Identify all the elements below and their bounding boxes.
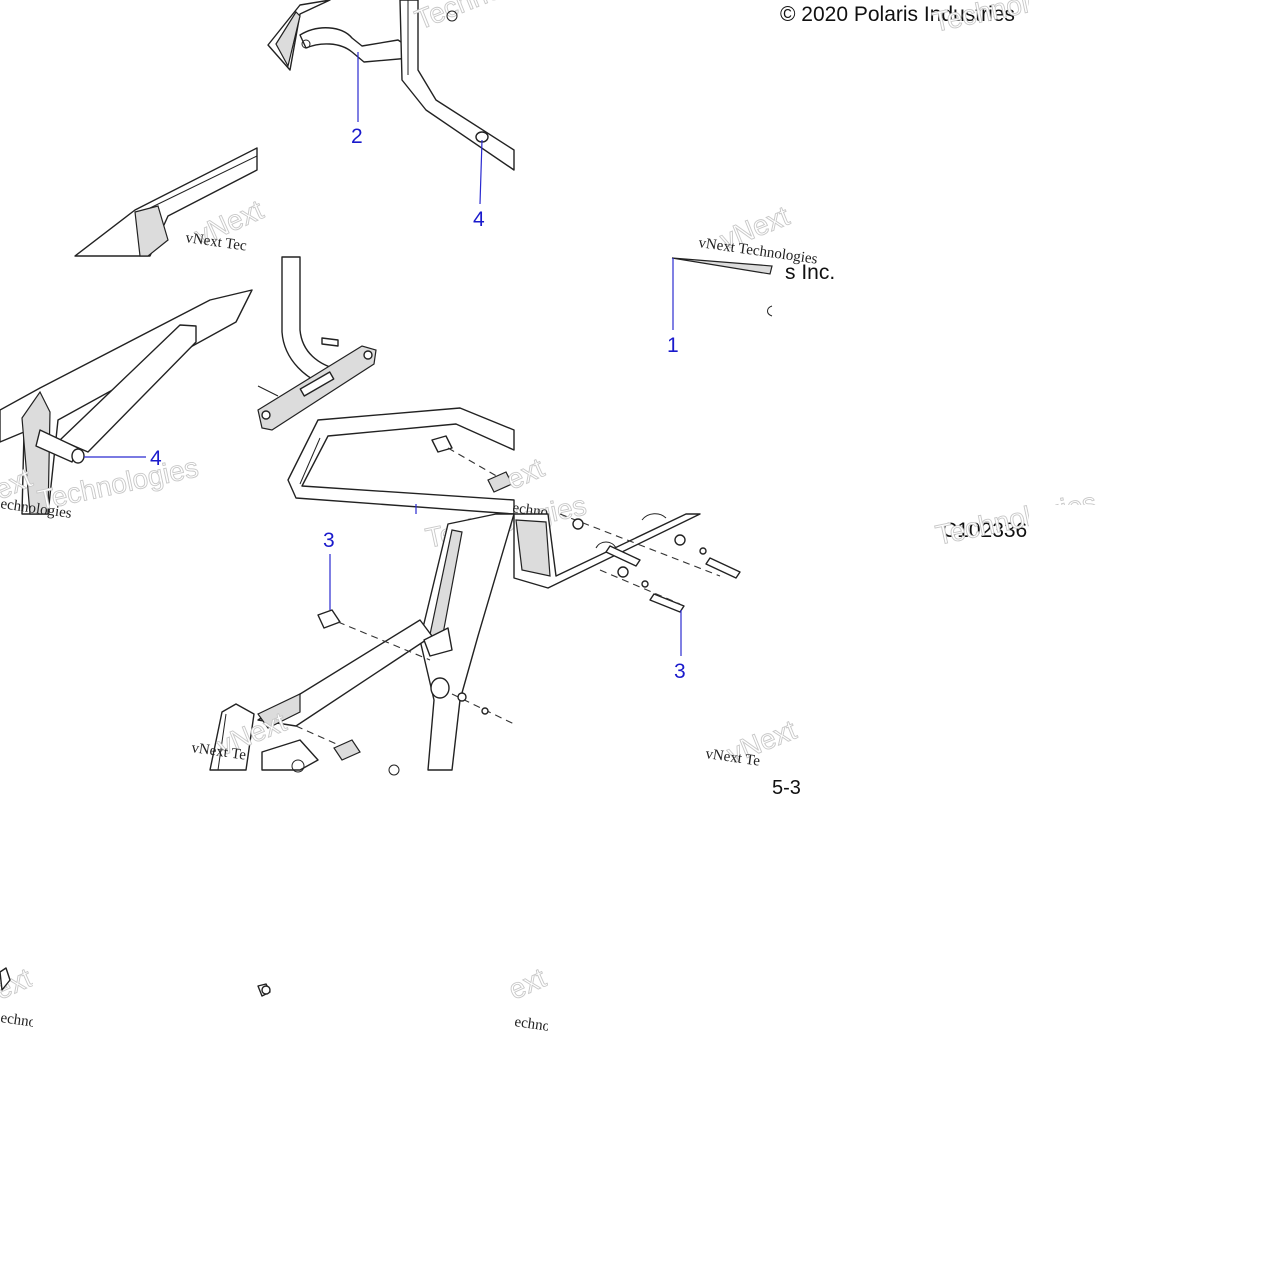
washer-2 xyxy=(481,707,489,715)
bolt-top xyxy=(321,337,339,347)
edge-line xyxy=(257,385,279,397)
figure-code-fragment: 5-3 xyxy=(772,777,801,799)
washer-3 xyxy=(572,518,584,530)
watermark-bottom-mid-small: echno xyxy=(513,1014,551,1035)
brace-tube-part xyxy=(59,324,197,453)
mount-loop-1 xyxy=(641,513,667,521)
lower-tube-edge xyxy=(217,713,227,771)
lower-hole-2 xyxy=(388,764,400,776)
bracket-loop-part xyxy=(299,27,411,63)
washer-1 xyxy=(457,692,467,702)
tile-bottom-fragments: ext echno ext echno xyxy=(0,960,588,1040)
callout-4-left: 4 xyxy=(150,447,162,470)
plate-slot xyxy=(299,371,335,397)
frame-edge xyxy=(299,437,321,485)
copyright-block: © 2020 Polaris Industries Technologies xyxy=(780,0,1097,40)
tile-center-right: vNext vNext Technologies s Inc. 1 xyxy=(667,199,835,357)
small-clip xyxy=(446,10,458,22)
bracket-tab-2 xyxy=(333,739,361,761)
spacer-3 xyxy=(317,609,341,629)
tile-edge-mask-4 xyxy=(548,960,588,1040)
plate-hole-1 xyxy=(261,410,271,420)
watermark-small-br: vNext Te xyxy=(704,746,761,770)
assembly-line-1 xyxy=(447,447,501,479)
tile-top-center: 2 4 Technolo xyxy=(267,0,527,231)
bracket-hole xyxy=(301,39,311,49)
nut-1 xyxy=(699,547,707,555)
tile-mount: ext echno 3 xyxy=(501,451,741,683)
callout-4-top: 4 xyxy=(473,208,485,231)
panel-edge-part xyxy=(671,257,773,275)
tile-edge-mask-2 xyxy=(1029,505,1099,555)
lower-hole xyxy=(291,759,305,773)
tile-center: Technologies 3 xyxy=(257,489,590,776)
figure-code: C102336 xyxy=(942,519,1027,542)
mount-loop-2 xyxy=(595,541,617,549)
cage-rail-face xyxy=(21,390,51,515)
upright-hole xyxy=(430,677,450,699)
roof-rail-face xyxy=(134,205,169,257)
lower-panel xyxy=(261,739,319,771)
callout-1: 1 xyxy=(667,334,679,357)
cross-tube-part xyxy=(35,429,79,463)
figure-code-block: C102336 Technologies xyxy=(932,486,1100,555)
frame-tube-top xyxy=(399,0,515,171)
watermark-fragment-top: Technolo xyxy=(411,0,527,36)
watermark-frag-ml: Technologies xyxy=(35,452,201,516)
washer-4 xyxy=(674,534,686,546)
bottom-center-washer xyxy=(261,985,271,995)
watermark-small-ll: vNext Te xyxy=(190,740,247,764)
tile-bottom-right: vNext vNext Te 5-3 xyxy=(704,713,801,799)
bracket-tab xyxy=(487,471,513,493)
assembly-line-2 xyxy=(337,621,431,661)
tile-edge-mask xyxy=(1029,0,1089,40)
bolt-2 xyxy=(705,557,741,579)
plate-hole-2 xyxy=(363,350,373,360)
tile-middle-left: 4 ext echnologies Technologies xyxy=(0,289,253,522)
washer-5 xyxy=(617,566,629,578)
small-hook xyxy=(767,305,773,317)
crossbar-joint xyxy=(423,627,453,657)
tile-middle-center xyxy=(257,256,515,515)
rail-edge xyxy=(149,155,258,209)
bolt-1 xyxy=(605,545,641,567)
watermark-bottom-left-small: echno xyxy=(0,1010,37,1031)
tile-top-left: vNext vNext Tec xyxy=(74,147,268,257)
bottom-left-part xyxy=(0,967,11,991)
cross-tube-end xyxy=(71,448,85,464)
bushing-top xyxy=(431,435,453,453)
watermark-bottom-mid: ext xyxy=(504,962,551,1006)
copyright-text: © 2020 Polaris Industries xyxy=(780,3,1015,26)
crossbar-end xyxy=(257,693,301,729)
assembly-line-6 xyxy=(599,569,681,605)
bolt-3 xyxy=(649,593,685,613)
lower-tube-part xyxy=(209,703,255,771)
tile-edge-mask-3 xyxy=(33,960,73,1030)
leader-4-top xyxy=(479,139,483,205)
callout-2: 2 xyxy=(351,125,363,148)
watermark-big-mount: ext xyxy=(502,452,549,496)
copyright-fragment: s Inc. xyxy=(785,261,835,284)
assembly-line-5 xyxy=(559,513,721,577)
bracket-face xyxy=(275,11,301,68)
callout-3-left: 3 xyxy=(323,529,335,552)
mount-rail-part xyxy=(513,513,701,589)
bumper-frame-part xyxy=(287,407,515,515)
callout-3-right: 3 xyxy=(674,660,686,683)
nut-2 xyxy=(641,580,649,588)
roof-rail-part xyxy=(74,147,258,257)
mount-rail-face xyxy=(515,519,551,577)
